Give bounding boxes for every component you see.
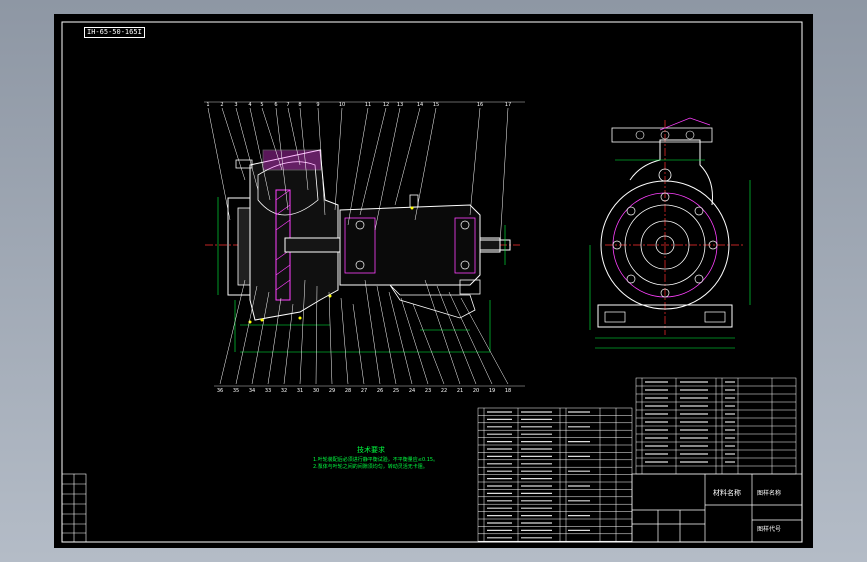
leader-line <box>359 107 387 216</box>
title-block <box>631 473 803 543</box>
leader-line <box>414 107 437 221</box>
technical-requirements-title: 技术要求 <box>357 446 385 454</box>
balloon-label: 23 <box>425 388 431 394</box>
drawing-stamp: IH-65-50-165I <box>84 27 145 38</box>
leader-line <box>251 291 270 385</box>
balloon-label: 29 <box>329 388 335 394</box>
balloon-label: 2 <box>220 102 223 108</box>
balloon-label: 24 <box>409 388 415 394</box>
leader-line <box>469 107 481 216</box>
leader-line <box>299 107 309 191</box>
balloon-label: 22 <box>441 388 447 394</box>
leader-line <box>376 285 397 385</box>
balloon-label: 6 <box>274 102 277 108</box>
balloon-label: 16 <box>477 102 483 108</box>
leader-line <box>347 107 369 226</box>
leader-line <box>340 297 349 385</box>
leader-line <box>374 107 401 231</box>
leader-line <box>364 279 381 385</box>
balloon-label: 28 <box>345 388 351 394</box>
leader-line <box>352 303 365 385</box>
balloon-label: 36 <box>217 388 223 394</box>
balloon-label: 20 <box>473 388 479 394</box>
balloon-label: 18 <box>505 388 511 394</box>
leader-line <box>436 285 477 385</box>
leader-line <box>460 297 509 385</box>
balloon-label: 19 <box>489 388 495 394</box>
balloon-label: 13 <box>397 102 403 108</box>
leader-line <box>424 279 461 385</box>
leader-lines-bottom <box>219 279 509 385</box>
leader-line <box>283 303 294 385</box>
balloon-label: 26 <box>377 388 383 394</box>
balloon-label: 35 <box>233 388 239 394</box>
leader-line <box>287 107 301 166</box>
balloon-label: 27 <box>361 388 367 394</box>
balloon-label: 10 <box>339 102 345 108</box>
parts-table-lower <box>477 407 633 543</box>
leader-line <box>221 107 246 181</box>
balloon-label: 12 <box>383 102 389 108</box>
balloon-label: 4 <box>248 102 251 108</box>
technical-requirement-1: 1.叶轮装配后必须进行静平衡试验，不平衡量应≤0.15。 <box>313 457 439 463</box>
leader-line <box>317 107 326 216</box>
leader-line <box>249 107 271 201</box>
balloon-label: 9 <box>316 102 319 108</box>
leader-line <box>315 285 318 385</box>
balloon-label: 32 <box>281 388 287 394</box>
balloon-label: 30 <box>313 388 319 394</box>
leader-line <box>299 279 306 385</box>
leader-line <box>267 297 282 385</box>
balloon-label: 5 <box>260 102 263 108</box>
drawing-number-label: 图样代号 <box>757 526 782 533</box>
leader-line <box>235 285 258 385</box>
balloon-label: 21 <box>457 388 463 394</box>
leader-line <box>275 107 289 211</box>
parts-list <box>477 377 797 543</box>
balloon-label: 8 <box>298 102 301 108</box>
leader-line <box>448 291 493 385</box>
balloon-label: 34 <box>249 388 255 394</box>
balloon-label: 7 <box>286 102 289 108</box>
balloon-label: 3 <box>234 102 237 108</box>
leader-line <box>219 279 246 385</box>
left-side-table <box>61 473 87 543</box>
leader-line <box>412 303 445 385</box>
leader-line <box>261 107 283 171</box>
leader-line <box>394 107 421 206</box>
leader-line <box>207 107 231 221</box>
balloon-label: 1 <box>206 102 209 108</box>
balloon-label: 15 <box>433 102 439 108</box>
technical-requirement-2: 2.泵体与叶轮之间的间隙须均匀，转动灵活无卡阻。 <box>313 464 428 470</box>
balloon-label: 31 <box>297 388 303 394</box>
balloon-label: 25 <box>393 388 399 394</box>
balloon-label: 14 <box>417 102 423 108</box>
balloon-label: 11 <box>365 102 371 108</box>
leader-line <box>499 107 509 246</box>
balloon-label: 17 <box>505 102 511 108</box>
balloons-bottom: 36 35 34 33 32 31 30 29 28 27 26 25 24 23 22 21 20 19 18 <box>214 385 525 394</box>
leader-line <box>388 291 413 385</box>
leader-lines-top <box>207 107 509 246</box>
pump-end-view <box>589 117 751 349</box>
balloon-label: 33 <box>265 388 271 394</box>
drawing-name-label: 图样名称 <box>757 490 782 497</box>
leader-line <box>400 297 429 385</box>
leader-line <box>235 107 259 191</box>
material-label: 材料名称 <box>713 489 741 497</box>
leader-line <box>328 291 333 385</box>
leader-line <box>334 107 343 211</box>
